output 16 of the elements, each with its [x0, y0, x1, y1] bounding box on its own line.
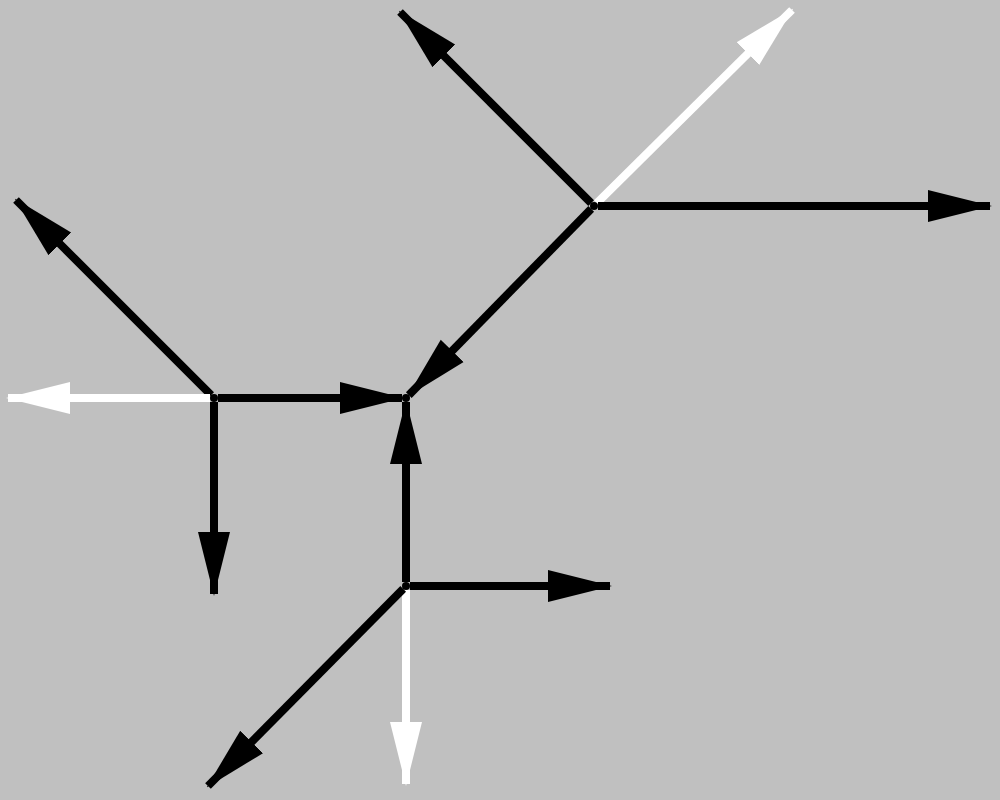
arrow [594, 7, 795, 207]
arrow [405, 206, 595, 398]
arrow [205, 586, 407, 789]
arrow [218, 382, 404, 414]
arrow [598, 190, 992, 222]
junction-point [590, 202, 598, 210]
junction-point [402, 582, 410, 590]
arrow [198, 402, 230, 596]
arrow [6, 382, 210, 414]
arrow [410, 570, 612, 602]
arrow [390, 400, 422, 582]
arrow [397, 9, 594, 206]
arrow [13, 197, 214, 398]
arrow [390, 590, 422, 786]
junction-point [402, 394, 410, 402]
junction-point [210, 394, 218, 402]
